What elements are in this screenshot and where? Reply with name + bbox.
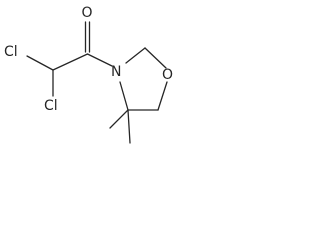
bond-o-to-ch2-bottom [157,81,168,111]
atom-labels: O Cl Cl N O [4,5,173,114]
atom-label-ring-nitrogen: N [111,64,121,80]
bond-methyl-down [127,109,131,144]
bond-n-to-ch2-top [125,47,146,64]
bond-methyl-left [109,109,129,129]
bond-cq-to-n [119,81,129,111]
atom-label-chlorine-top: Cl [4,44,18,60]
bonds [26,21,168,144]
bond-carbonyl-to-n [86,53,113,67]
bond-c-cl-top [26,55,54,71]
atom-label-chlorine-bottom: Cl [44,98,58,114]
bond-carbonyl-to-chcl2 [52,53,89,71]
bond-ch2-to-o [144,47,167,69]
atom-label-carbonyl-oxygen: O [82,5,93,21]
atom-label-ring-oxygen: O [162,67,173,83]
molecule-structure-diagram: O Cl Cl N O [4,5,173,144]
